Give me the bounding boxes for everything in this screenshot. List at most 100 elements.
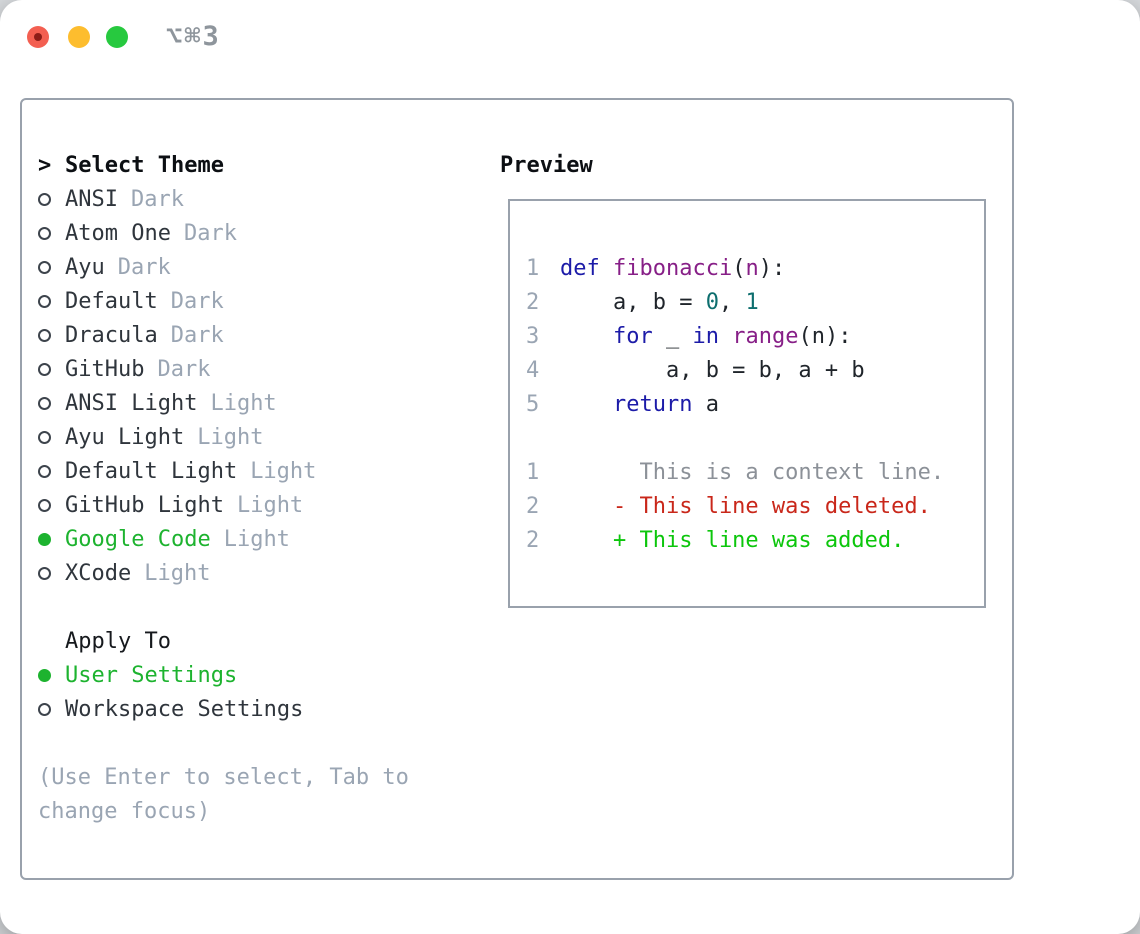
- theme-variant: Dark: [117, 254, 171, 280]
- spacer-row: [38, 726, 409, 760]
- code-token-plain: [560, 324, 613, 349]
- code-token-plain: a: [692, 391, 719, 417]
- theme-variant: Light: [197, 424, 264, 450]
- radio-circle-glyph: [38, 498, 51, 512]
- apply-to-header-row: Apply To: [38, 624, 409, 658]
- code-text: a, b = b, a + b: [560, 358, 865, 383]
- theme-header-row: > Select Theme: [38, 148, 409, 182]
- radio-circle-glyph: [38, 294, 51, 308]
- code-token-num: 1: [745, 289, 759, 315]
- traffic-light-close-button[interactable]: [27, 26, 49, 48]
- code-token-fn: range: [732, 323, 799, 349]
- traffic-light-minimize-button[interactable]: [68, 26, 90, 48]
- radio-circle-glyph: [38, 702, 51, 716]
- theme-label: Ayu: [65, 254, 105, 280]
- line-number: 2: [526, 527, 540, 553]
- diff-text: + This line was added.: [560, 527, 905, 553]
- hint-text-line-1: (Use Enter to select, Tab to: [38, 764, 409, 790]
- code-token-plain: ,: [718, 289, 746, 315]
- code-token-num: 0: [705, 289, 719, 315]
- radio-circle-glyph: [38, 328, 51, 342]
- code-token-plain: (: [732, 255, 746, 281]
- theme-variant: Light: [210, 390, 277, 416]
- theme-label: Google Code: [65, 526, 211, 552]
- code-line: 1 def fibonacci(n):: [510, 251, 984, 285]
- preview-title: Preview: [500, 152, 593, 178]
- theme-label: GitHub: [65, 356, 145, 382]
- radio-icon: [38, 566, 65, 580]
- theme-option-ansi-light[interactable]: ANSI Light Light: [38, 386, 409, 420]
- code-token-fn: n: [745, 255, 759, 281]
- apply-option-workspace-settings[interactable]: Workspace Settings: [38, 692, 409, 726]
- line-number: 5: [526, 391, 540, 417]
- radio-circle-glyph: [38, 226, 51, 240]
- code-token-plain: _: [652, 323, 693, 349]
- diff-text: - This line was deleted.: [560, 493, 931, 519]
- line-number: 2: [526, 493, 540, 519]
- diff-line-ctx: 1 This is a context line.: [510, 455, 984, 489]
- radio-icon: [38, 294, 65, 308]
- radio-circle-glyph: [38, 396, 51, 410]
- theme-option-ayu-light[interactable]: Ayu Light Light: [38, 420, 409, 454]
- theme-panel-title: Select Theme: [65, 152, 224, 178]
- line-number: 1: [526, 459, 540, 485]
- theme-option-ayu-dark[interactable]: Ayu Dark: [38, 250, 409, 284]
- diff-text: This is a context line.: [560, 459, 945, 485]
- cursor-indicator: >: [38, 152, 52, 178]
- code-token-plain: [719, 324, 732, 349]
- radio-icon: [38, 260, 65, 274]
- apply-option-user-settings[interactable]: User Settings: [38, 658, 409, 692]
- code-token-kw: return: [612, 391, 693, 417]
- line-number: 3: [526, 323, 540, 349]
- radio-circle-glyph: [38, 532, 51, 546]
- theme-label: Ayu Light: [65, 424, 185, 450]
- theme-variant: Dark: [183, 220, 237, 246]
- code-line: 3 for _ in range(n):: [510, 319, 984, 353]
- code-line: 4 a, b = b, a + b: [510, 353, 984, 387]
- theme-variant: Light: [223, 526, 290, 552]
- radio-circle-glyph: [38, 192, 51, 206]
- code-text: for _ in range(n):: [560, 324, 851, 349]
- traffic-light-zoom-button[interactable]: [106, 26, 128, 48]
- code-token-kw: def: [560, 255, 600, 281]
- line-number: 4: [526, 357, 540, 383]
- selected-radio-icon: [38, 668, 65, 682]
- line-number: 1: [526, 255, 540, 281]
- radio-circle-glyph: [38, 566, 51, 580]
- theme-label: XCode: [65, 560, 132, 586]
- radio-icon: [38, 192, 65, 206]
- theme-label: ANSI: [65, 186, 118, 212]
- selected-radio-icon: [38, 532, 65, 546]
- radio-circle-glyph: [38, 362, 51, 376]
- code-line: 2 a, b = 0, 1: [510, 285, 984, 319]
- theme-variant: Dark: [170, 288, 224, 314]
- radio-icon: [38, 362, 65, 376]
- hint-text-line-2: change focus): [38, 798, 211, 824]
- apply-option-label: Workspace Settings: [65, 696, 304, 722]
- code-token-plain: a, b =: [560, 289, 706, 315]
- code-line: 5 return a: [510, 387, 984, 421]
- code-token-fn: fibonacci: [613, 255, 733, 281]
- radio-circle-glyph: [38, 464, 51, 478]
- theme-variant: Light: [236, 492, 304, 518]
- radio-circle-glyph: [38, 260, 51, 274]
- spacer-row: [38, 590, 409, 624]
- radio-icon: [38, 430, 65, 444]
- code-text: def fibonacci(n):: [560, 256, 785, 281]
- theme-variant: Dark: [170, 322, 224, 348]
- code-text: return a: [560, 392, 719, 417]
- theme-label: ANSI Light: [65, 390, 198, 416]
- theme-option-google-code[interactable]: Google Code Light: [38, 522, 409, 556]
